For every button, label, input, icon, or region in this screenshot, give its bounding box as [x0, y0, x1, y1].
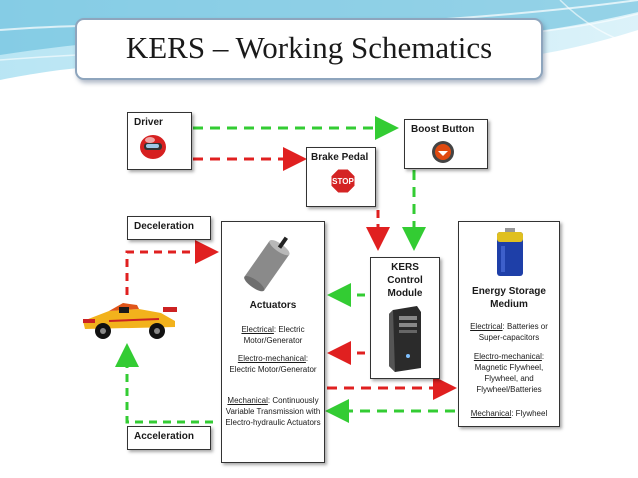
acceleration-label: Acceleration [134, 431, 195, 442]
slide-title: KERS – Working Schematics [125, 30, 493, 65]
storage-electromech-text: : Magnetic Flywheel, Flywheel, and Flywh… [474, 352, 545, 394]
actuators-mechanical-text: : Continuously Variable Transmission wit… [225, 396, 321, 427]
driver-helmet-icon [140, 135, 166, 159]
brake-pedal-box: Brake Pedal STOP [306, 147, 376, 207]
kers-control-module-box: KERS Control Module [370, 257, 440, 379]
storage-electromech: Electro-mechanical: Magnetic Flywheel, F… [463, 351, 555, 395]
storage-electrical-text: : Batteries or Super-capacitors [478, 322, 548, 342]
storage-mechanical-label: Mechanical [470, 409, 512, 418]
stop-sign-text: STOP [332, 177, 354, 186]
storage-mechanical: Mechanical: Flywheel [463, 408, 555, 419]
storage-electrical: Electrical: Batteries or Super-capacitor… [463, 321, 555, 343]
actuators-electromech-text: : Electric Motor/Generator [229, 354, 317, 374]
cylinder-actuator-icon [244, 236, 290, 292]
actuators-electrical: Electrical: Electric Motor/Generator [225, 324, 321, 346]
boost-button-label: Boost Button [411, 124, 475, 135]
kers-line2: Control [387, 275, 423, 286]
actuators-electrical-text: : Electric Motor/Generator [243, 325, 305, 345]
kers-line3: Module [387, 288, 423, 299]
boost-button-box: Boost Button [404, 119, 488, 169]
storage-mechanical-text: : Flywheel [511, 409, 548, 418]
actuators-mechanical: Mechanical: Continuously Variable Transm… [225, 395, 321, 428]
brake-pedal-label: Brake Pedal [311, 152, 369, 163]
computer-tower-icon [389, 306, 421, 372]
arrows-layer [115, 116, 457, 424]
boost-button-icon [432, 141, 454, 163]
arrow-actuators-to-car [115, 343, 213, 424]
driver-box: Driver [127, 112, 192, 170]
actuators-electromech: Electro-mechanical: Electric Motor/Gener… [225, 353, 321, 375]
kers-line1: KERS [391, 262, 419, 273]
kers-diagram: Driver Boost Button Brake Pedal STOP Dec… [75, 95, 563, 468]
energy-storage-box: Energy Storage Medium Electrical: Batter… [458, 221, 560, 427]
energy-storage-title-line2: Medium [490, 299, 528, 310]
slide-title-box: KERS – Working Schematics [75, 18, 543, 80]
driver-label: Driver [134, 117, 163, 128]
arrow-car-to-actuators [125, 240, 219, 295]
storage-electromech-label: Electro-mechanical [473, 352, 542, 361]
deceleration-box: Deceleration [127, 216, 211, 240]
actuators-title: Actuators [249, 300, 297, 311]
actuators-box: Actuators Electrical: Electric Motor/Gen… [221, 221, 325, 463]
race-car-icon [83, 303, 177, 339]
actuators-mechanical-label: Mechanical [227, 396, 268, 405]
actuators-electromech-label: Electro-mechanical [237, 354, 306, 363]
actuators-electrical-label: Electrical [241, 325, 274, 334]
stop-sign-icon: STOP [330, 168, 356, 194]
acceleration-box: Acceleration [127, 426, 211, 450]
energy-storage-title-line1: Energy Storage [472, 286, 546, 297]
deceleration-label: Deceleration [134, 221, 195, 232]
battery-icon [497, 228, 523, 276]
storage-electrical-label: Electrical [470, 322, 503, 331]
